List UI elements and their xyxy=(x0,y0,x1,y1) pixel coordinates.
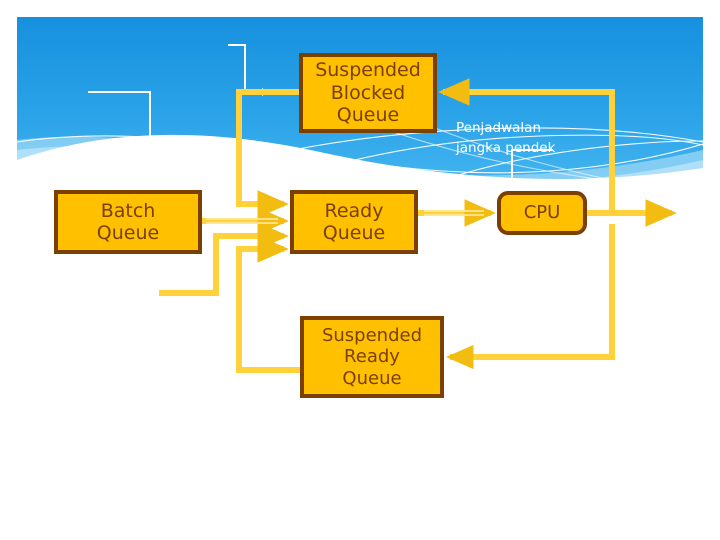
wire-suspended-blocked-to-ready xyxy=(236,89,299,218)
node-label-line: Queue xyxy=(96,222,160,244)
node-label-line: Queue xyxy=(336,104,400,127)
node-label-line: Ready xyxy=(324,199,384,222)
node-label-line: Ready xyxy=(344,346,400,368)
wire-cpu-to-suspended-ready xyxy=(445,224,615,370)
node-label-line: Blocked xyxy=(330,81,406,104)
wire-loop-to-ready xyxy=(159,222,289,296)
node-label-line: Suspended xyxy=(315,59,421,82)
wire-suspended-ready-to-ready xyxy=(236,235,300,373)
node-batch-queue[interactable]: Batch Queue xyxy=(54,190,202,254)
wire-cpu-to-suspended-blocked xyxy=(438,78,615,213)
scheduler-label-line-2: jangka pendek xyxy=(456,139,556,156)
node-suspended-ready-queue[interactable]: Suspended Ready Queue xyxy=(300,316,444,398)
node-label-line: Batch xyxy=(100,199,156,222)
node-label-line: Queue xyxy=(342,367,402,389)
scheduler-annotation-label: Penjadwalan jangka pendek xyxy=(456,119,582,158)
node-cpu[interactable]: CPU xyxy=(497,191,587,235)
node-suspended-blocked-queue[interactable]: Suspended Blocked Queue xyxy=(299,53,437,133)
node-label-line: Suspended xyxy=(321,325,423,347)
connector-highlights xyxy=(206,210,484,224)
node-ready-queue[interactable]: Ready Queue xyxy=(290,190,418,254)
scheduler-label-line-1: Penjadwalan xyxy=(456,120,542,136)
node-label-line: CPU xyxy=(523,202,561,224)
node-label-line: Queue xyxy=(322,222,386,244)
